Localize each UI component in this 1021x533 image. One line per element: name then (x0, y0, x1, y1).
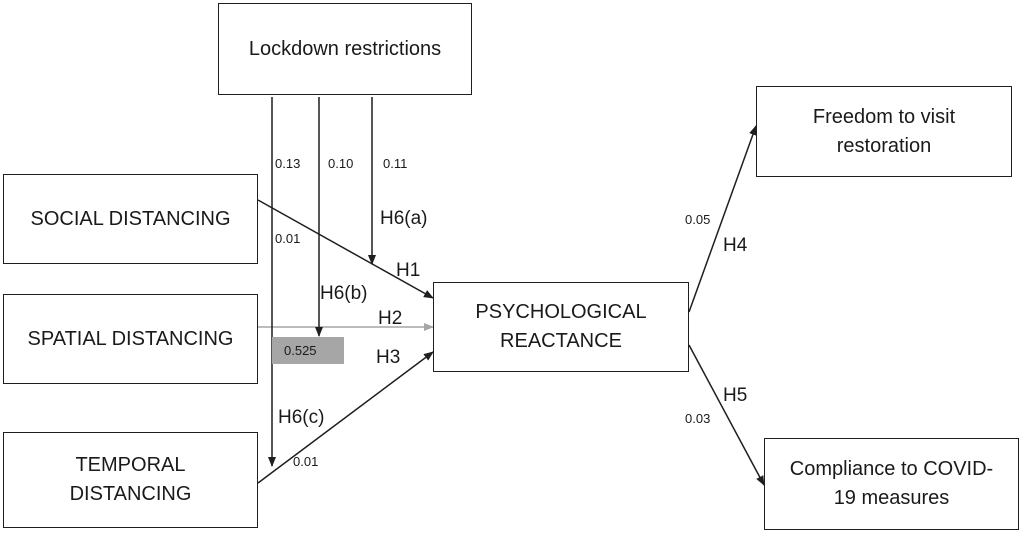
coef-moderation-spatial: 0.10 (328, 156, 354, 171)
coef-moderation-social: 0.11 (383, 156, 408, 171)
coef-compliance-path: 0.03 (685, 411, 711, 426)
node-temporal-distancing: TEMPORAL DISTANCING (3, 432, 258, 528)
label-h1: H1 (396, 260, 421, 281)
coef-freedom-path: 0.05 (685, 212, 711, 227)
label-h5: H5 (723, 385, 748, 406)
arrow-h3-temporal-to-reactance (257, 351, 434, 484)
arrow-h4-reactance-to-freedom (688, 125, 757, 313)
label-h6b: H6(b) (320, 283, 368, 304)
coef-social-path: 0.01 (275, 231, 301, 246)
arrow-h1-social-to-reactance (257, 199, 434, 299)
node-psychological-reactance: PSYCHOLOGICAL REACTANCE (433, 282, 689, 372)
label-h4: H4 (723, 235, 748, 256)
arrow-h5-reactance-to-compliance (688, 344, 765, 486)
node-social-distancing: SOCIAL DISTANCING (3, 174, 258, 264)
node-lockdown-restrictions: Lockdown restrictions (218, 3, 472, 95)
coef-moderation-temporal: 0.13 (275, 156, 301, 171)
node-spatial-distancing: SPATIAL DISTANCING (3, 294, 258, 384)
label-h6c: H6(c) (278, 407, 325, 428)
node-compliance-covid: Compliance to COVID- 19 measures (764, 438, 1019, 530)
label-h2: H2 (378, 308, 403, 329)
node-freedom-restoration: Freedom to visit restoration (756, 86, 1012, 177)
label-h3: H3 (376, 347, 401, 368)
coef-spatial-path: 0.525 (272, 337, 344, 364)
label-h6a: H6(a) (380, 208, 428, 229)
coef-temporal-path: 0.01 (293, 454, 319, 469)
